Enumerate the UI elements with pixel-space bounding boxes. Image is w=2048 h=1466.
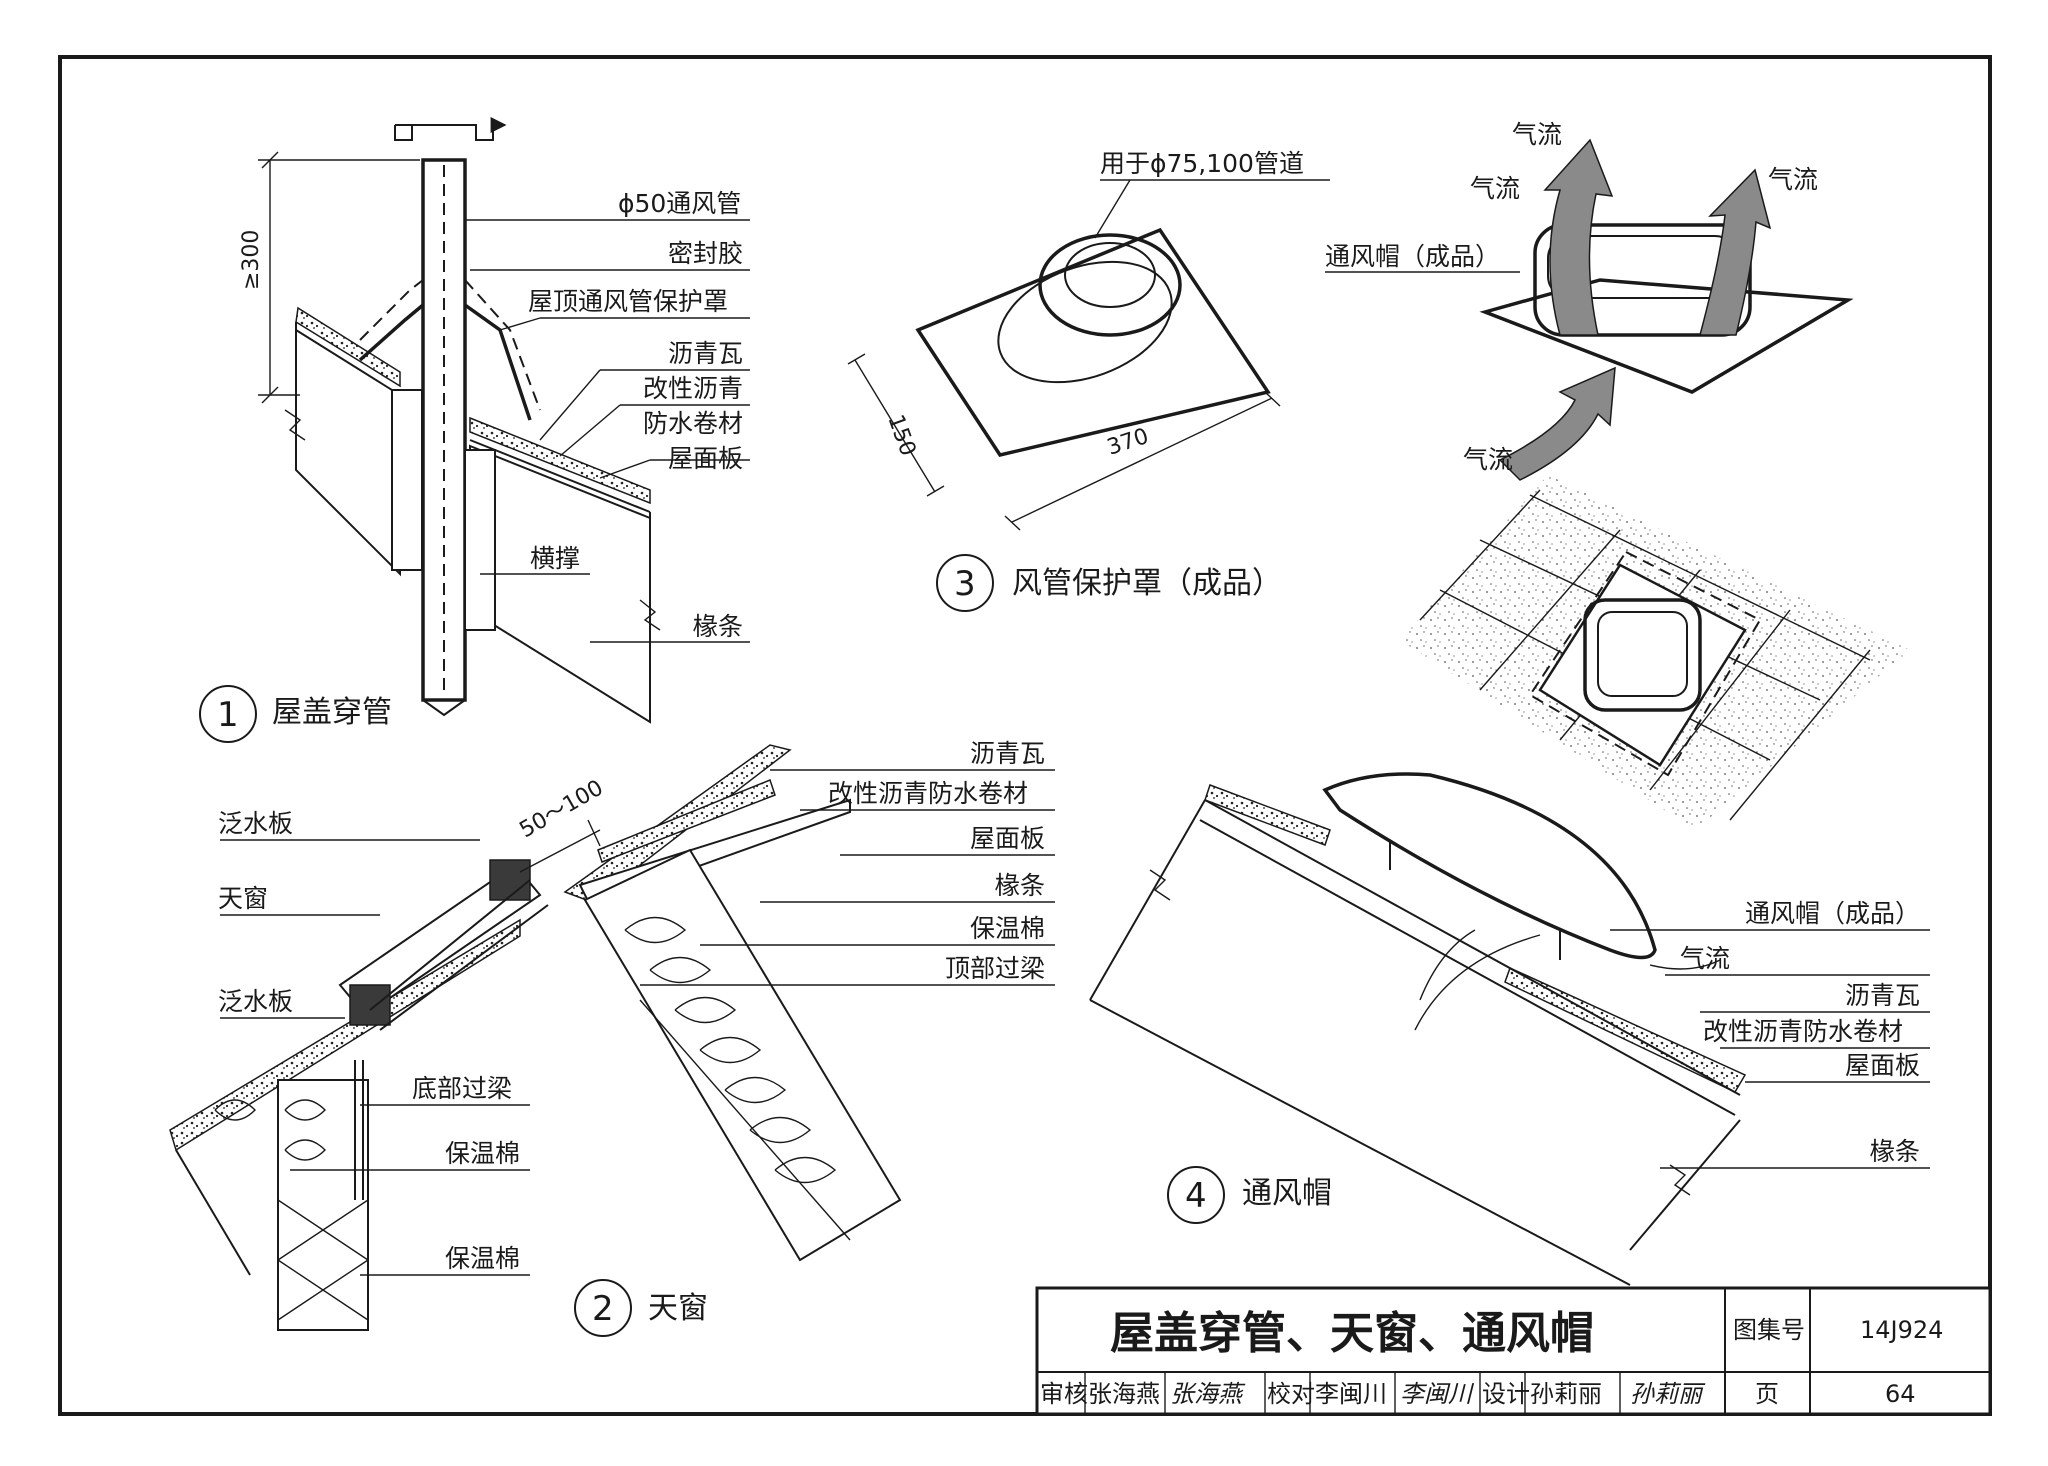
airflow-label-left: 气流	[1470, 174, 1520, 203]
detail-3-number: 3	[954, 564, 976, 604]
detail-2-number: 2	[592, 1289, 614, 1329]
detail-2-label-insulation-2: 保温棉	[445, 1139, 520, 1168]
detail-1-label-sealant: 密封胶	[668, 239, 743, 268]
checker-name: 李闽川	[1315, 1380, 1387, 1408]
reviewer-signature: 张海燕	[1170, 1380, 1246, 1408]
detail-3-dim-width: 150	[882, 412, 920, 460]
check-label: 校对	[1267, 1380, 1315, 1408]
detail-4-label-roof-deck: 屋面板	[1845, 1051, 1920, 1080]
detail-2-label-membrane: 改性沥青防水卷材	[828, 779, 1028, 808]
detail-4-label-cap: 通风帽（成品）	[1745, 899, 1920, 928]
detail-1-label-shingle: 沥青瓦	[668, 339, 743, 368]
detail-2-title: 天窗	[648, 1291, 708, 1326]
detail-2-label-insulation: 保温棉	[970, 914, 1045, 943]
reviewer-name: 张海燕	[1088, 1380, 1160, 1408]
detail-1-label-cross-brace: 横撑	[530, 544, 580, 573]
detail-4-label-membrane: 改性沥青防水卷材	[1703, 1017, 1903, 1046]
detail-3b-cap-label: 通风帽（成品）	[1325, 242, 1500, 271]
airflow-label-right: 气流	[1768, 165, 1818, 194]
detail-1-label-modified-bitumen: 改性沥青	[643, 374, 743, 403]
detail-1-label-vent-pipe: ϕ50通风管	[618, 189, 741, 218]
detail-4-label-airflow: 气流	[1680, 944, 1730, 973]
sheet-border	[58, 55, 1992, 1416]
detail-3-duct-cover: 150 370 用于ϕ75,100管道 3 风管保护罩（成品）	[847, 149, 1330, 612]
detail-1-number: 1	[217, 695, 239, 735]
airflow-label-top: 气流	[1512, 120, 1562, 149]
detail-2-label-top-header: 顶部过梁	[945, 954, 1045, 983]
detail-2-label-bottom-header: 底部过梁	[412, 1074, 512, 1103]
detail-1-label-boot: 屋顶通风管保护罩	[528, 287, 728, 316]
page-number: 64	[1885, 1380, 1916, 1408]
design-label: 设计	[1482, 1380, 1530, 1408]
detail-1-dimension: ≥300	[239, 230, 264, 290]
detail-2-label-flashing-bottom: 泛水板	[218, 987, 293, 1016]
detail-4-title: 通风帽	[1242, 1176, 1332, 1211]
detail-1-label-roof-deck: 屋面板	[668, 444, 743, 473]
detail-1-label-rafter: 椽条	[693, 612, 743, 641]
detail-4-label-rafter: 椽条	[1870, 1137, 1920, 1166]
detail-3-note: 用于ϕ75,100管道	[1100, 149, 1304, 178]
review-label: 审核	[1040, 1380, 1088, 1408]
detail-4-label-shingle: 沥青瓦	[1845, 981, 1920, 1010]
detail-2-label-skylight: 天窗	[218, 884, 268, 913]
designer-name: 孙莉丽	[1530, 1380, 1602, 1408]
atlas-no-label: 图集号	[1733, 1316, 1805, 1344]
detail-3-title: 风管保护罩（成品）	[1012, 566, 1282, 601]
detail-3b-vent-cap-plan	[1400, 475, 1910, 830]
detail-4-vent-cap: 通风帽（成品） 气流 沥青瓦 改性沥青防水卷材 屋面板 椽条 4 通风帽	[1089, 772, 1930, 1286]
page-label: 页	[1755, 1380, 1779, 1408]
detail-2-skylight: 50～100 沥青瓦 改性沥青防水卷材 屋面板 椽条 保温棉 顶部过梁 泛水板 …	[169, 739, 1055, 1337]
detail-1-label-membrane: 防水卷材	[643, 409, 743, 438]
detail-4-number: 4	[1185, 1176, 1207, 1216]
title-block: 屋盖穿管、天窗、通风帽 图集号 14J924 审核 张海燕 张海燕 校对 李闽川…	[1035, 1286, 1992, 1416]
detail-2-label-insulation-3: 保温棉	[445, 1244, 520, 1273]
detail-2-label-roof-deck: 屋面板	[970, 824, 1045, 853]
detail-1-roof-pipe: ≥300 ϕ50通风管 密封胶 屋顶通风管保护罩 沥青瓦 改性沥青 防水卷材 屋…	[199, 117, 750, 743]
detail-1-title: 屋盖穿管	[272, 695, 392, 730]
detail-2-label-rafter: 椽条	[995, 871, 1045, 900]
checker-signature: 李闽川	[1400, 1380, 1475, 1408]
detail-2-label-shingle: 沥青瓦	[970, 739, 1045, 768]
atlas-no: 14J924	[1860, 1316, 1943, 1344]
detail-3b-vent-cap-3d: 气流 气流 气流 气流 通风帽（成品）	[1325, 120, 1854, 481]
detail-2-label-flashing-top: 泛水板	[218, 809, 293, 838]
designer-signature: 孙莉丽	[1630, 1380, 1706, 1408]
drawing-title: 屋盖穿管、天窗、通风帽	[1110, 1308, 1594, 1359]
airflow-label-bottom: 气流	[1463, 445, 1513, 474]
